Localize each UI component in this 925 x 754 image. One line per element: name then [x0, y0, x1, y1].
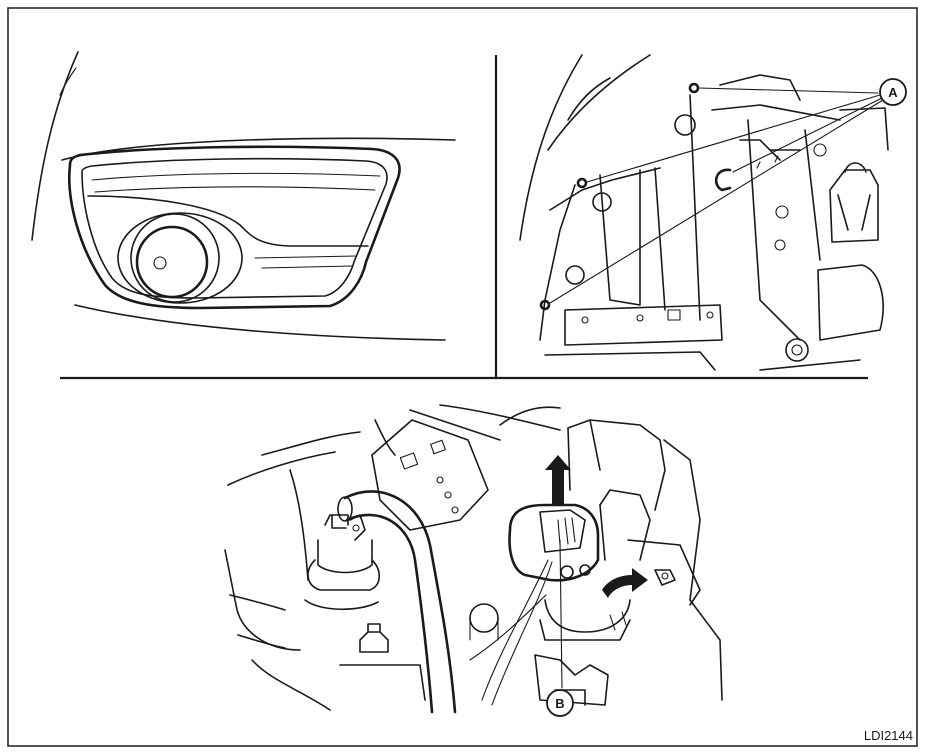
- figure-code: LDI2144: [864, 728, 913, 743]
- callout-b: B: [546, 689, 574, 717]
- pull-up-arrow-icon: [545, 455, 571, 505]
- rotate-arrow-icon: [602, 568, 648, 598]
- panel-screws: [519, 54, 889, 371]
- callout-a: A: [879, 78, 907, 106]
- callout-a-label: A: [888, 85, 898, 100]
- callout-b-label: B: [555, 696, 564, 711]
- panel-bezel: [31, 51, 456, 341]
